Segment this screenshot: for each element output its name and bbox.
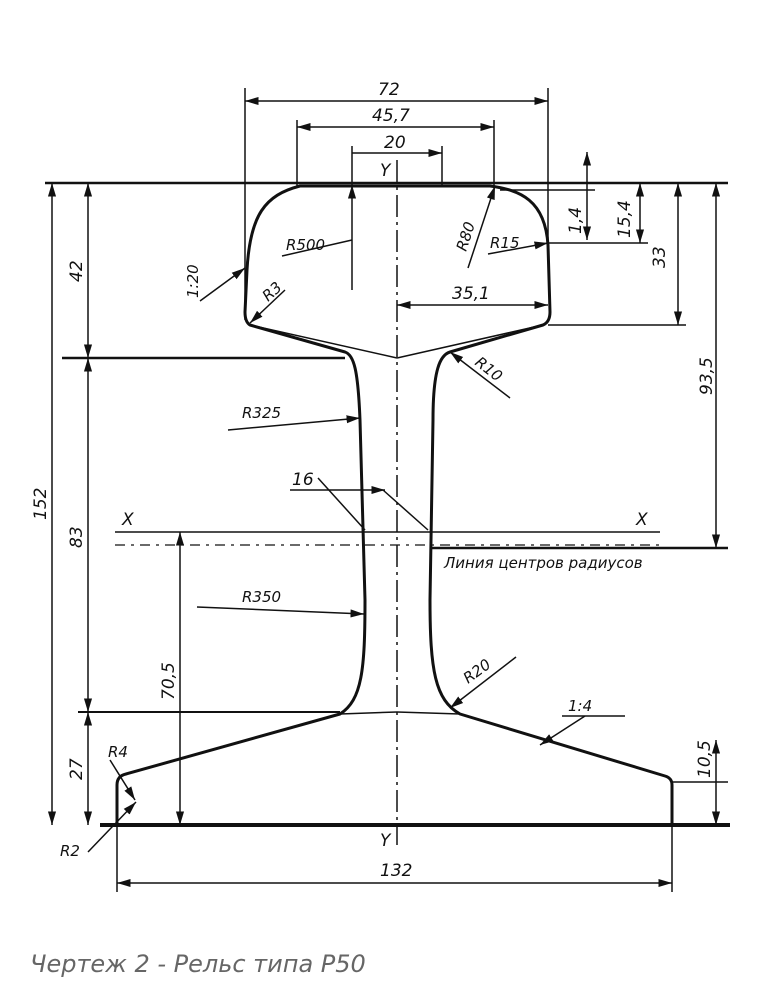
dim-head-top-width: 20 [384, 133, 406, 153]
x-axis-label-left: X [121, 510, 134, 530]
dim-foot-edge: 10,5 [695, 740, 715, 778]
label-r500: R500 [286, 236, 325, 254]
leader-r350 [196, 606, 365, 618]
label-r20: R20 [460, 655, 494, 687]
y-axis-label-top: Y [380, 161, 392, 181]
leader-r2 [87, 801, 137, 853]
head-underside-right [396, 324, 544, 359]
leader-r80 [467, 185, 496, 269]
radius-centers-label: Линия центров радиусов [443, 554, 643, 572]
leader-slope-head [199, 267, 246, 302]
leader-r10 [449, 351, 511, 399]
leader-r3 [249, 289, 286, 324]
label-r10: R10 [472, 353, 506, 385]
figure-caption: Чертеж 2 - Рельс типа Р50 [30, 950, 366, 978]
dim-height-head: 42 [67, 260, 87, 282]
foot-top-left [339, 711, 398, 715]
label-slope-head: 1:20 [184, 264, 202, 298]
leader-slope-foot [539, 715, 586, 746]
dim-head-offset: 35,1 [452, 284, 490, 304]
dim-head-14: 1,4 [566, 207, 586, 234]
label-r3: R3 [259, 278, 286, 305]
leader-r325 [227, 415, 361, 431]
label-slope-foot: 1:4 [568, 697, 592, 715]
dim-leader-16b [382, 489, 429, 531]
dim-head-width: 72 [378, 80, 400, 100]
dim-head-154: 15,4 [615, 200, 635, 238]
dim-height-web: 83 [67, 526, 87, 548]
label-r15: R15 [490, 234, 520, 252]
label-r325: R325 [242, 404, 281, 422]
head-underside-left [249, 324, 398, 359]
label-r2: R2 [60, 842, 80, 860]
dim-web-thickness: 16 [292, 470, 314, 490]
leader-r20 [449, 656, 517, 709]
y-axis-label-bottom: Y [380, 831, 392, 851]
label-r4: R4 [108, 743, 128, 761]
leader-r4 [109, 759, 136, 801]
leader-r500 [281, 239, 353, 257]
foot-top-right [396, 711, 461, 715]
dim-base-width: 132 [380, 861, 412, 881]
dim-head-inner-width: 45,7 [372, 106, 410, 126]
x-axis-label-right: X [635, 510, 648, 530]
dim-height-base: 27 [67, 758, 87, 780]
dim-leader-16 [317, 477, 366, 531]
leader-r15 [487, 241, 549, 255]
dim-height-93: 93,5 [697, 357, 717, 395]
label-r350: R350 [242, 588, 281, 606]
dim-height-to-center: 70,5 [159, 662, 179, 700]
dim-head-side: 33 [650, 246, 670, 268]
dim-height-total: 152 [31, 488, 51, 520]
